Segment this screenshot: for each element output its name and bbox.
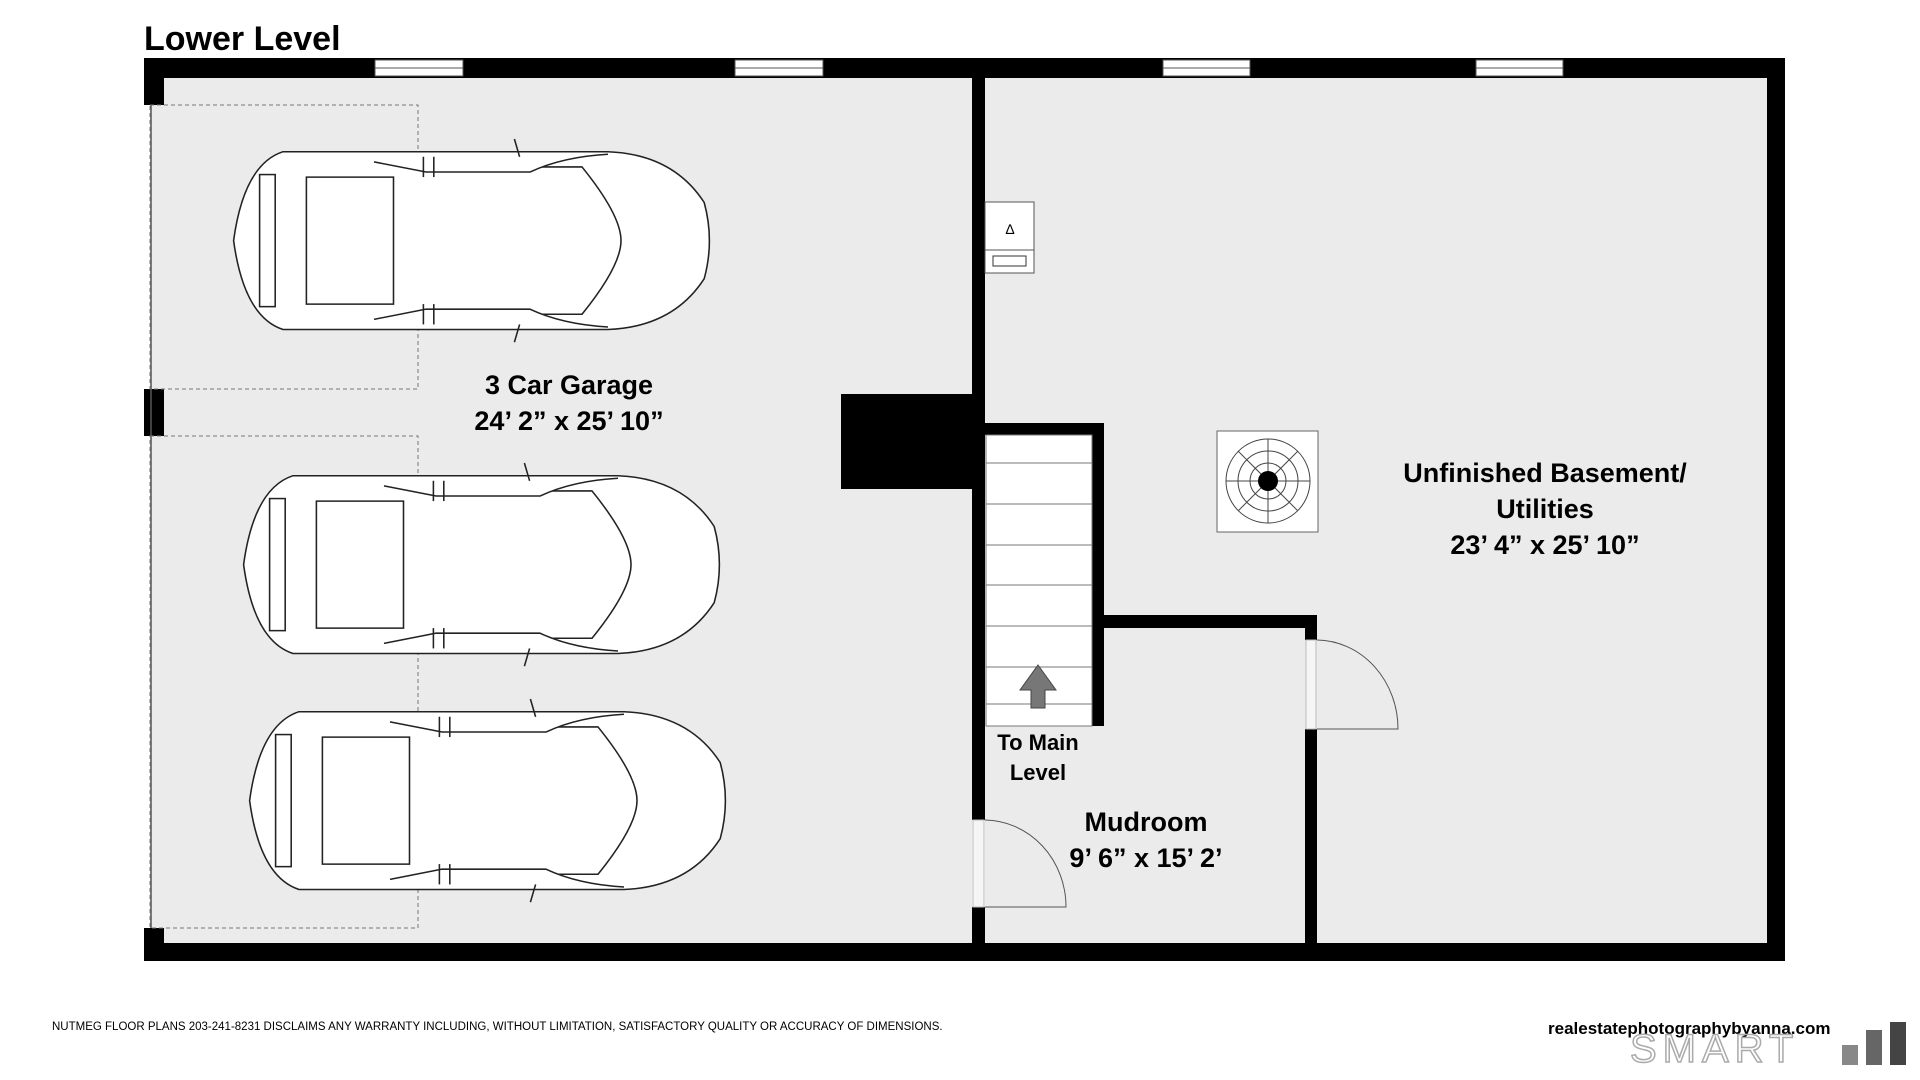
mudroom-label: Mudroom bbox=[1085, 807, 1208, 837]
door bbox=[1305, 639, 1399, 730]
basement-dimensions: 23’ 4” x 25’ 10” bbox=[1450, 530, 1639, 560]
disclaimer: NUTMEG FLOOR PLANS 203-241-8231 DISCLAIM… bbox=[52, 1021, 943, 1033]
walls bbox=[144, 58, 1785, 961]
stairs-label-line2: Level bbox=[1010, 760, 1066, 785]
smart-mls-logo: SMART bbox=[1629, 1022, 1906, 1072]
furnace-icon bbox=[1216, 430, 1319, 533]
water-heater-icon: ∆ bbox=[984, 201, 1035, 274]
car-icon bbox=[242, 462, 721, 667]
plan-title: Lower Level bbox=[144, 20, 341, 58]
parking-space bbox=[149, 435, 419, 929]
basement-label: Unfinished Basement/ bbox=[1403, 458, 1687, 488]
windows bbox=[374, 59, 1564, 77]
mudroom-dimensions: 9’ 6” x 15’ 2’ bbox=[1069, 843, 1222, 873]
door bbox=[972, 819, 1067, 908]
garage-label: 3 Car Garage bbox=[485, 370, 653, 400]
car-icon bbox=[248, 698, 727, 903]
svg-text:∆: ∆ bbox=[1006, 221, 1015, 237]
chimney bbox=[841, 394, 972, 489]
stairs-label: To Main bbox=[997, 730, 1078, 755]
arrow-up-icon bbox=[1019, 664, 1057, 709]
website-link: realestatephotographybyanna.com bbox=[1548, 1019, 1830, 1038]
svg-text:SMART: SMART bbox=[1630, 1027, 1799, 1071]
basement-floor bbox=[985, 78, 1770, 943]
garage-dimensions: 24’ 2” x 25’ 10” bbox=[474, 406, 663, 436]
basement-label-line2: Utilities bbox=[1496, 494, 1594, 524]
car-icon bbox=[232, 138, 711, 343]
